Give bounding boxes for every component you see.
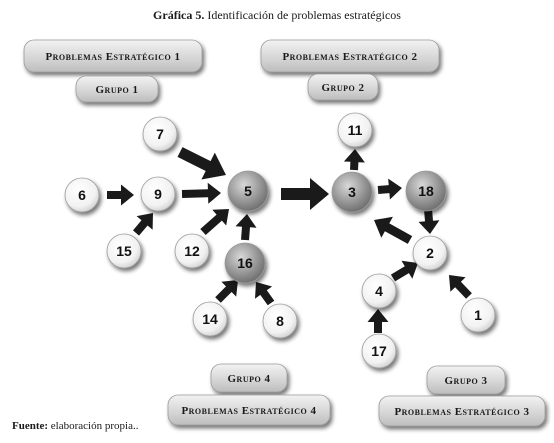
pill-g2: Grupo 2: [307, 73, 379, 101]
pill-box: [260, 39, 440, 73]
arrow-n17-to-n4: [367, 309, 389, 333]
node-circle: [460, 297, 496, 333]
node-circle: [192, 301, 228, 337]
pill-label: Grupo 1: [96, 84, 139, 96]
arrow-n14-to-n16: [215, 280, 238, 303]
source-note: Fuente: elaboración propia..: [12, 420, 138, 432]
figure-title: Gráfica 5. Identificación de problemas e…: [0, 8, 554, 23]
pill-box: [426, 365, 506, 395]
pill-box: [307, 73, 379, 101]
node-18: 18: [405, 170, 447, 212]
node-circle: [405, 170, 447, 212]
node-8: 8: [262, 303, 298, 339]
pill-label: Grupo 3: [445, 375, 488, 387]
node-circle: [262, 303, 298, 339]
figure-number: Gráfica 5.: [153, 8, 205, 22]
node-circle: [412, 235, 448, 271]
node-label: 4: [375, 283, 383, 299]
arrow-n15-to-n9: [133, 213, 153, 236]
figure-caption: Identificación de problemas estratégicos: [204, 8, 401, 22]
node-label: 9: [154, 186, 162, 202]
node-label: 11: [348, 122, 363, 138]
pill-label: Grupo 2: [322, 82, 365, 94]
pill-pe1: Problemas Estratégico 1: [23, 39, 203, 73]
node-label: 6: [78, 187, 86, 203]
node-circle: [337, 112, 373, 148]
node-label: 14: [202, 311, 218, 327]
node-circle: [331, 171, 373, 213]
source-text: elaboración propia..: [48, 420, 139, 432]
arrow-n16-to-n5: [235, 214, 257, 241]
node-1: 1: [460, 297, 496, 333]
node-9: 9: [140, 176, 176, 212]
node-label: 16: [237, 255, 253, 271]
pill-pe4: Problemas Estratégico 4: [167, 394, 331, 426]
node-label: 17: [371, 343, 387, 359]
node-2: 2: [412, 235, 448, 271]
node-7: 7: [142, 116, 178, 152]
node-label: 12: [184, 243, 200, 259]
arrow-n3-to-n11: [343, 149, 365, 171]
node-circle: [224, 242, 266, 284]
pill-box: [75, 75, 159, 103]
node-circle: [174, 233, 210, 269]
pill-box: [167, 394, 331, 426]
arrow-n9-to-n5: [181, 182, 221, 204]
pill-box: [210, 363, 288, 393]
pill-label: Problemas Estratégico 1: [45, 51, 180, 63]
node-circle: [227, 170, 269, 212]
pill-box: [378, 395, 546, 427]
node-label: 8: [276, 313, 284, 329]
node-12: 12: [174, 233, 210, 269]
node-label: 5: [244, 183, 252, 199]
node-label: 2: [426, 245, 434, 261]
pill-g3: Grupo 3: [426, 365, 506, 395]
node-4: 4: [361, 273, 397, 309]
pill-label: Problemas Estratégico 2: [282, 51, 417, 63]
arrow-n8-to-n16: [255, 282, 275, 306]
pill-label: Grupo 4: [228, 373, 271, 385]
node-circle: [142, 116, 178, 152]
arrow-n7-to-n5: [177, 147, 226, 180]
node-label: 15: [116, 243, 132, 259]
pill-label: Problemas Estratégico 4: [181, 405, 316, 417]
pill-g1: Grupo 1: [75, 75, 159, 103]
pill-box: [23, 39, 203, 73]
arrow-n4-to-n2: [390, 260, 418, 282]
node-circle: [140, 176, 176, 212]
node-14: 14: [192, 301, 228, 337]
node-label: 3: [348, 184, 356, 200]
node-label: 1: [474, 307, 482, 323]
node-label: 7: [156, 126, 164, 142]
source-label: Fuente:: [12, 420, 49, 432]
node-16: 16: [224, 242, 266, 284]
arrow-n6-to-n9: [107, 184, 134, 206]
node-circle: [64, 177, 100, 213]
pill-g4: Grupo 4: [210, 363, 288, 393]
arrow-n1-to-n2: [449, 275, 472, 299]
arrow-n12-to-n5: [200, 209, 229, 235]
arrow-n18-to-n2: [418, 208, 440, 234]
node-3: 3: [331, 171, 373, 213]
node-circle: [361, 273, 397, 309]
pill-pe3: Problemas Estratégico 3: [378, 395, 546, 427]
node-15: 15: [106, 233, 142, 269]
pill-pe2: Problemas Estratégico 2: [260, 39, 440, 73]
node-label: 18: [418, 183, 434, 199]
node-circle: [106, 233, 142, 269]
node-11: 11: [337, 112, 373, 148]
arrow-n3-to-n18: [377, 178, 402, 200]
arrow-n2-to-n3: [374, 216, 413, 244]
arrow-n5-to-n3: [281, 178, 329, 210]
node-6: 6: [64, 177, 100, 213]
node-17: 17: [361, 333, 397, 369]
pill-label: Problemas Estratégico 3: [394, 406, 529, 418]
node-circle: [361, 333, 397, 369]
node-5: 5: [227, 170, 269, 212]
